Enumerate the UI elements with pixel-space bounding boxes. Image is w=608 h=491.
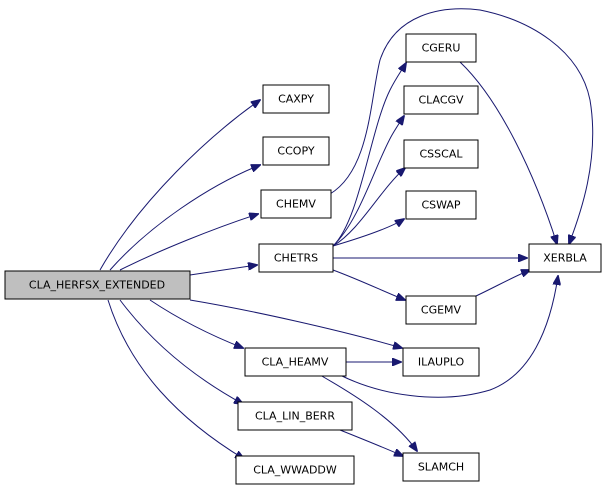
node-label: CLA_HEAMV — [262, 356, 329, 369]
edge-chetrs-cgeru — [332, 63, 406, 247]
edge-root-cla_heamv — [149, 299, 243, 348]
edge-cgeru-xerbla — [459, 61, 557, 244]
node-cgemv[interactable]: CGEMV — [405, 295, 477, 325]
node-caxpy[interactable]: CAXPY — [262, 84, 330, 114]
edge-chetrs-cswap — [332, 219, 404, 247]
edge-chetrs-clacgv — [332, 116, 404, 247]
edge-root-chemv — [119, 214, 258, 271]
edge-root-caxpy — [99, 100, 260, 271]
node-label: CSWAP — [421, 199, 460, 212]
node-ilauplo[interactable]: ILAUPLO — [402, 347, 480, 377]
node-cgeru[interactable]: CGERU — [405, 33, 477, 63]
node-cla-lin-berr[interactable]: CLA_LIN_BERR — [237, 401, 353, 431]
edge-root-ccopy — [109, 165, 260, 271]
node-chetrs[interactable]: CHETRS — [258, 243, 334, 273]
edge-chetrs-csscal — [332, 168, 405, 247]
node-label: CGERU — [422, 42, 461, 55]
node-label: CHEMV — [276, 198, 316, 211]
node-clacgv[interactable]: CLACGV — [403, 85, 479, 115]
node-label: CCOPY — [277, 145, 314, 158]
node-chemv[interactable]: CHEMV — [260, 189, 332, 219]
node-ccopy[interactable]: CCOPY — [262, 136, 330, 166]
node-cswap[interactable]: CSWAP — [405, 190, 477, 220]
edge-cla_heamv-xerbla — [339, 276, 558, 398]
node-label: CLA_WWADDW — [253, 464, 337, 477]
nodes: CLA_HERFSX_EXTENDED CAXPY CCOPY CHEMV CH… — [4, 33, 602, 485]
edge-cgemv-xerbla — [475, 270, 530, 297]
node-label: SLAMCH — [418, 461, 464, 474]
node-label: CLACGV — [418, 94, 464, 107]
node-label: CSSCAL — [420, 148, 464, 161]
node-label: CLA_HERFSX_EXTENDED — [29, 279, 165, 292]
edges — [99, 8, 594, 459]
edge-root-chetrs — [189, 265, 257, 276]
node-xerbla[interactable]: XERBLA — [528, 243, 602, 273]
node-cla-wwaddw[interactable]: CLA_WWADDW — [235, 455, 355, 485]
node-label: CGEMV — [421, 304, 462, 317]
edge-chemv-xerbla — [329, 8, 594, 244]
edge-root-ilauplo — [189, 299, 402, 348]
node-cla-heamv[interactable]: CLA_HEAMV — [244, 347, 347, 377]
node-label: XERBLA — [543, 252, 587, 265]
edge-chetrs-cgemv — [332, 269, 405, 300]
node-csscal[interactable]: CSSCAL — [403, 139, 479, 169]
edge-root-cla_wwaddw — [107, 299, 244, 459]
node-label: CAXPY — [278, 93, 314, 106]
edge-root-cla_lin_berr — [119, 299, 243, 404]
edge-cla_heamv-slamch — [319, 374, 417, 451]
node-label: ILAUPLO — [418, 356, 465, 369]
node-cla-herfsx-extended[interactable]: CLA_HERFSX_EXTENDED — [4, 270, 191, 300]
node-slamch[interactable]: SLAMCH — [402, 452, 480, 482]
node-label: CLA_LIN_BERR — [255, 410, 335, 423]
node-label: CHETRS — [274, 252, 318, 265]
edge-cla_lin_berr-slamch — [339, 429, 403, 456]
